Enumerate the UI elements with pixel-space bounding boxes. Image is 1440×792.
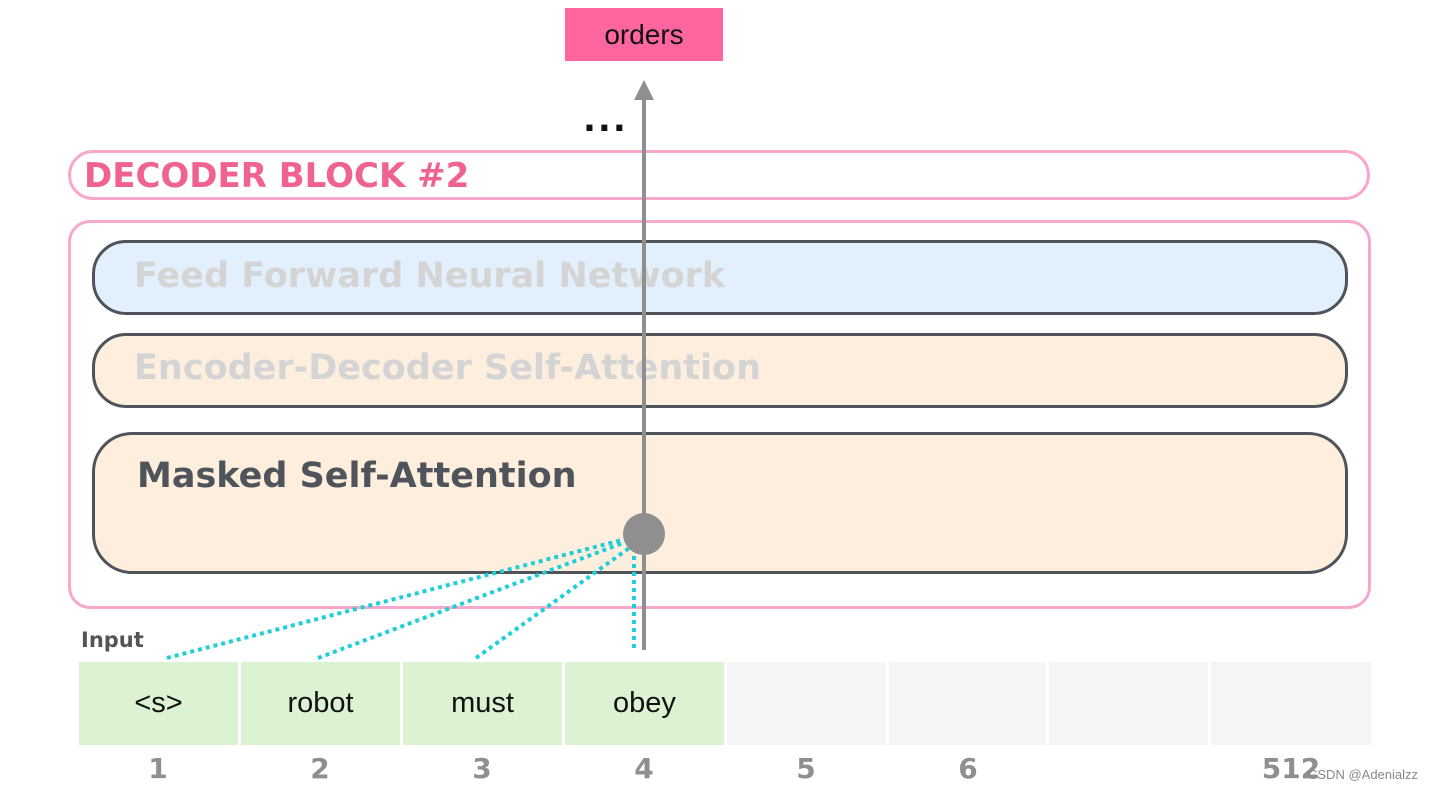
- position-number: 2: [310, 752, 330, 785]
- input-token-cell-empty: [1049, 662, 1208, 745]
- position-number: 1: [148, 752, 168, 785]
- position-number: 512: [1261, 752, 1321, 785]
- feed-forward-layer: [92, 240, 1348, 315]
- position-number: 5: [796, 752, 816, 785]
- input-token-cell: robot: [241, 662, 400, 745]
- input-token-cell-empty: [1211, 662, 1371, 745]
- decoder-block-title-box: [68, 150, 1370, 200]
- attention-node: [623, 513, 665, 555]
- input-label: Input: [81, 628, 144, 652]
- input-token-cell-empty: [727, 662, 886, 745]
- masked-self-attention-layer: [92, 432, 1348, 574]
- ellipsis: ...: [583, 100, 628, 140]
- feed-forward-layer-label: Feed Forward Neural Network: [134, 256, 726, 296]
- decoder-block-body: [68, 220, 1371, 609]
- encoder-decoder-attention-layer-label: Encoder-Decoder Self-Attention: [134, 348, 761, 388]
- output-arrow-head: [634, 80, 654, 100]
- input-token-cell: obey: [565, 662, 724, 745]
- position-number: 3: [472, 752, 492, 785]
- decoder-block-title: DECODER BLOCK #2: [84, 156, 470, 196]
- masked-self-attention-layer-label: Masked Self-Attention: [137, 456, 577, 496]
- input-token-cell: <s>: [79, 662, 238, 745]
- encoder-decoder-attention-layer: [92, 333, 1348, 408]
- attention-line: [317, 539, 629, 660]
- position-number: 4: [634, 752, 654, 785]
- input-token-cell-empty: [889, 662, 1046, 745]
- attention-line: [474, 544, 634, 660]
- watermark: CSDN @Adenialzz: [1308, 767, 1419, 782]
- position-number: 6: [958, 752, 978, 785]
- input-token-cell: must: [403, 662, 562, 745]
- attention-line: [166, 537, 627, 660]
- output-token: orders: [565, 8, 723, 61]
